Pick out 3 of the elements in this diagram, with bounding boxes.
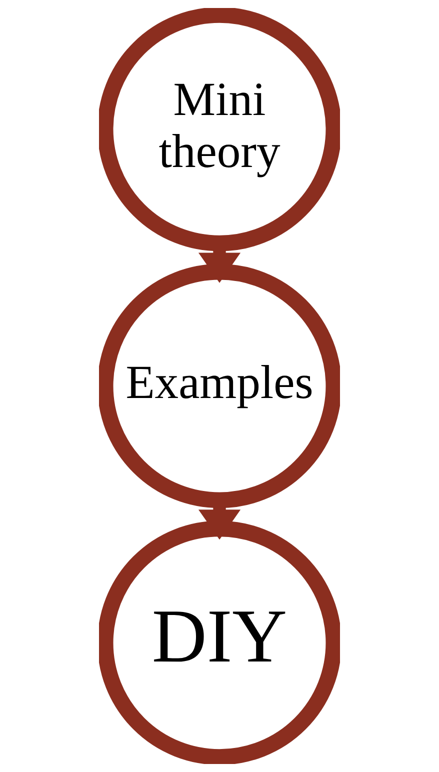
node-circle: Examples [99, 264, 340, 508]
node-circle: DIY [99, 520, 340, 764]
node-circle: Mini theory [99, 8, 340, 252]
